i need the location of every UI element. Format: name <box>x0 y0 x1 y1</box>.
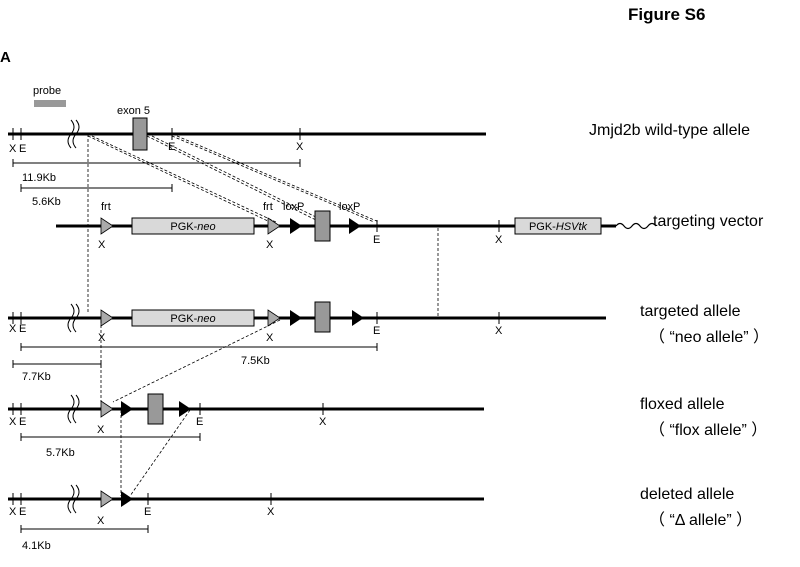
homology-line <box>176 135 380 223</box>
wildtype-site-label: E <box>168 141 175 153</box>
exon-label: exon 5 <box>117 105 150 117</box>
frt-triangle <box>267 309 281 327</box>
probe-bar <box>34 100 66 107</box>
floxed-allele-name: floxed allele <box>640 396 725 413</box>
recombination-line <box>112 319 281 403</box>
wildtype-allele: exon 5 X E E X Jmjd2b wild-type allele 1… <box>8 105 750 208</box>
vector-site-label: X <box>495 234 503 246</box>
floxed-site-label: X <box>9 416 17 428</box>
figure-title: Figure S6 <box>628 5 705 24</box>
targeted-site-label: E <box>19 323 26 335</box>
homology-line <box>91 135 277 223</box>
deleted-allele-alias: （ “Δ allele” ） <box>649 511 752 529</box>
targeted-site-label: X <box>98 332 106 344</box>
deleted-site-label: E <box>144 506 151 518</box>
break-symbol <box>67 119 80 149</box>
deleted-allele-name: deleted allele <box>640 486 734 503</box>
frt-triangle <box>100 309 114 327</box>
exon5-box <box>147 393 164 425</box>
targeted-site-label: X <box>9 323 17 335</box>
floxed-allele-alias: （ “flox allele” ） <box>649 421 767 439</box>
measure-label-7.7: 7.7Kb <box>22 371 51 383</box>
frt-triangle <box>100 490 114 508</box>
vector-frt-label: frt <box>101 201 111 213</box>
floxed-site-label: X <box>97 424 105 436</box>
measure-label-5.6: 5.6Kb <box>32 196 61 208</box>
recombination-line <box>129 409 191 497</box>
targeted-site-label: X <box>266 332 274 344</box>
targeted-allele: PGK-neo X E X X E X targeted allele （ “n… <box>8 301 769 383</box>
wildtype-site-label: X <box>9 143 17 155</box>
pgk-hsvtk-label: PGK-HSVtk <box>529 221 588 233</box>
vector-site-label: E <box>373 234 380 246</box>
wildtype-allele-name: Jmjd2b wild-type allele <box>589 122 750 139</box>
panel-label: A <box>0 49 11 66</box>
deleted-site-label: X <box>267 506 275 518</box>
loxp-triangle <box>352 310 364 326</box>
measure-label-11.9: 11.9Kb <box>22 172 56 184</box>
floxed-site-label: E <box>196 416 203 428</box>
vector-backbone-wave <box>615 222 657 230</box>
targeting-vector: frt PGK-neo frt loxP loxP X X E X PGK-HS… <box>56 201 764 251</box>
targeted-allele-name: targeted allele <box>640 303 741 320</box>
floxed-site-label: X <box>319 416 327 428</box>
vector-site-label: X <box>266 239 274 251</box>
vector-name: targeting vector <box>653 213 764 230</box>
vector-frt-label: frt <box>263 201 273 213</box>
targeted-site-label: E <box>373 325 380 337</box>
targeted-allele-alias: （ “neo allele” ） <box>649 328 769 346</box>
wildtype-site-label: X <box>296 141 304 153</box>
measure-label-5.7: 5.7Kb <box>46 447 75 459</box>
loxp-triangle <box>121 491 133 507</box>
probe-label: probe <box>33 85 61 97</box>
pgk-neo-label: PGK-neo <box>170 221 215 233</box>
homology-line <box>87 135 271 223</box>
loxp-triangle <box>290 218 302 234</box>
pgk-neo-box <box>131 309 255 327</box>
deleted-site-label: E <box>19 506 26 518</box>
frt-triangle <box>100 217 114 235</box>
loxp-triangle <box>349 218 361 234</box>
frt-triangle <box>100 400 114 418</box>
exon5-box <box>314 301 331 333</box>
floxed-allele: X E X E X floxed allele （ “flox allele” … <box>8 393 767 459</box>
recombination-lines <box>100 319 281 497</box>
break-symbol <box>67 394 80 424</box>
vector-loxp-label: loxP <box>283 201 304 213</box>
exon5-box <box>132 117 148 151</box>
exon5-box <box>314 210 331 242</box>
homology-line <box>146 135 321 223</box>
break-symbol <box>67 484 80 514</box>
deleted-site-label: X <box>97 515 105 527</box>
break-symbol <box>67 303 80 333</box>
vector-site-label: X <box>98 239 106 251</box>
vector-loxp-label: loxP <box>339 201 360 213</box>
homology-lines <box>87 134 439 316</box>
frt-triangle <box>267 217 281 235</box>
targeted-site-label: X <box>495 325 503 337</box>
deleted-allele: X E X E X deleted allele （ “Δ allele” ） … <box>8 484 752 552</box>
measure-label-7.5: 7.5Kb <box>241 355 270 367</box>
deleted-site-label: X <box>9 506 17 518</box>
loxp-triangle <box>179 401 191 417</box>
pgk-hsvtk-box <box>514 217 602 235</box>
loxp-triangle <box>121 401 133 417</box>
loxp-triangle <box>290 310 302 326</box>
pgk-neo-box <box>131 217 255 235</box>
measure-label-4.1: 4.1Kb <box>22 540 51 552</box>
homology-line <box>171 135 375 223</box>
pgk-neo-label: PGK-neo <box>170 313 215 325</box>
wildtype-site-label: E <box>19 143 26 155</box>
homology-line <box>151 135 327 223</box>
floxed-site-label: E <box>19 416 26 428</box>
